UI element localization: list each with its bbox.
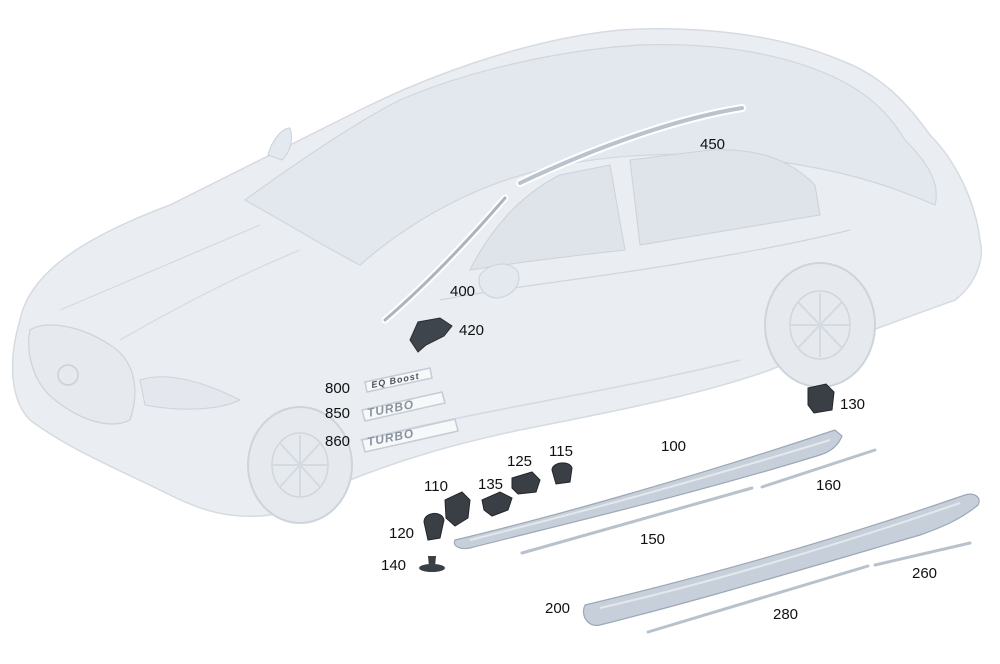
callout-450: 450 [700, 136, 726, 153]
part-140-push-pin [419, 556, 445, 572]
callout-140: 140 [381, 557, 407, 574]
part-420-bracket [409, 317, 453, 353]
part-135-bracket [481, 491, 513, 517]
car-front-wheel [247, 406, 353, 524]
part-125-clip [511, 471, 541, 495]
callout-120: 120 [389, 525, 415, 542]
car-rear-wheel [764, 262, 876, 388]
callout-110: 110 [424, 478, 448, 495]
car-mirror [478, 263, 520, 299]
callout-400: 400 [450, 283, 476, 300]
callout-150: 150 [640, 531, 666, 548]
callout-125: 125 [507, 453, 533, 470]
car-front-window [469, 164, 626, 271]
callout-130: 130 [840, 396, 866, 413]
callout-260: 260 [912, 565, 938, 582]
callout-115: 115 [549, 443, 573, 460]
car-star-emblem [57, 364, 79, 386]
callout-850: 850 [325, 405, 351, 422]
car-rear-window [629, 149, 821, 246]
car-hood-line [59, 224, 301, 341]
callout-420: 420 [459, 322, 485, 339]
callout-200: 200 [545, 600, 571, 617]
part-110-bracket [444, 491, 471, 527]
car-rocker-line [359, 359, 741, 441]
car-body [11, 28, 982, 524]
callout-135: 135 [478, 476, 504, 493]
part-120-clip [423, 513, 445, 541]
car-grille [28, 324, 136, 425]
callout-100: 100 [661, 438, 687, 455]
callout-860: 860 [325, 433, 351, 450]
part-130-clip [807, 383, 835, 414]
callout-160: 160 [816, 477, 842, 494]
car-headlight [139, 376, 242, 410]
part-860-turbo-badge: TURBO [361, 418, 459, 453]
part-115-clip [551, 462, 573, 485]
callout-280: 280 [773, 606, 799, 623]
callout-800: 800 [325, 380, 351, 397]
car-antenna [267, 127, 293, 161]
